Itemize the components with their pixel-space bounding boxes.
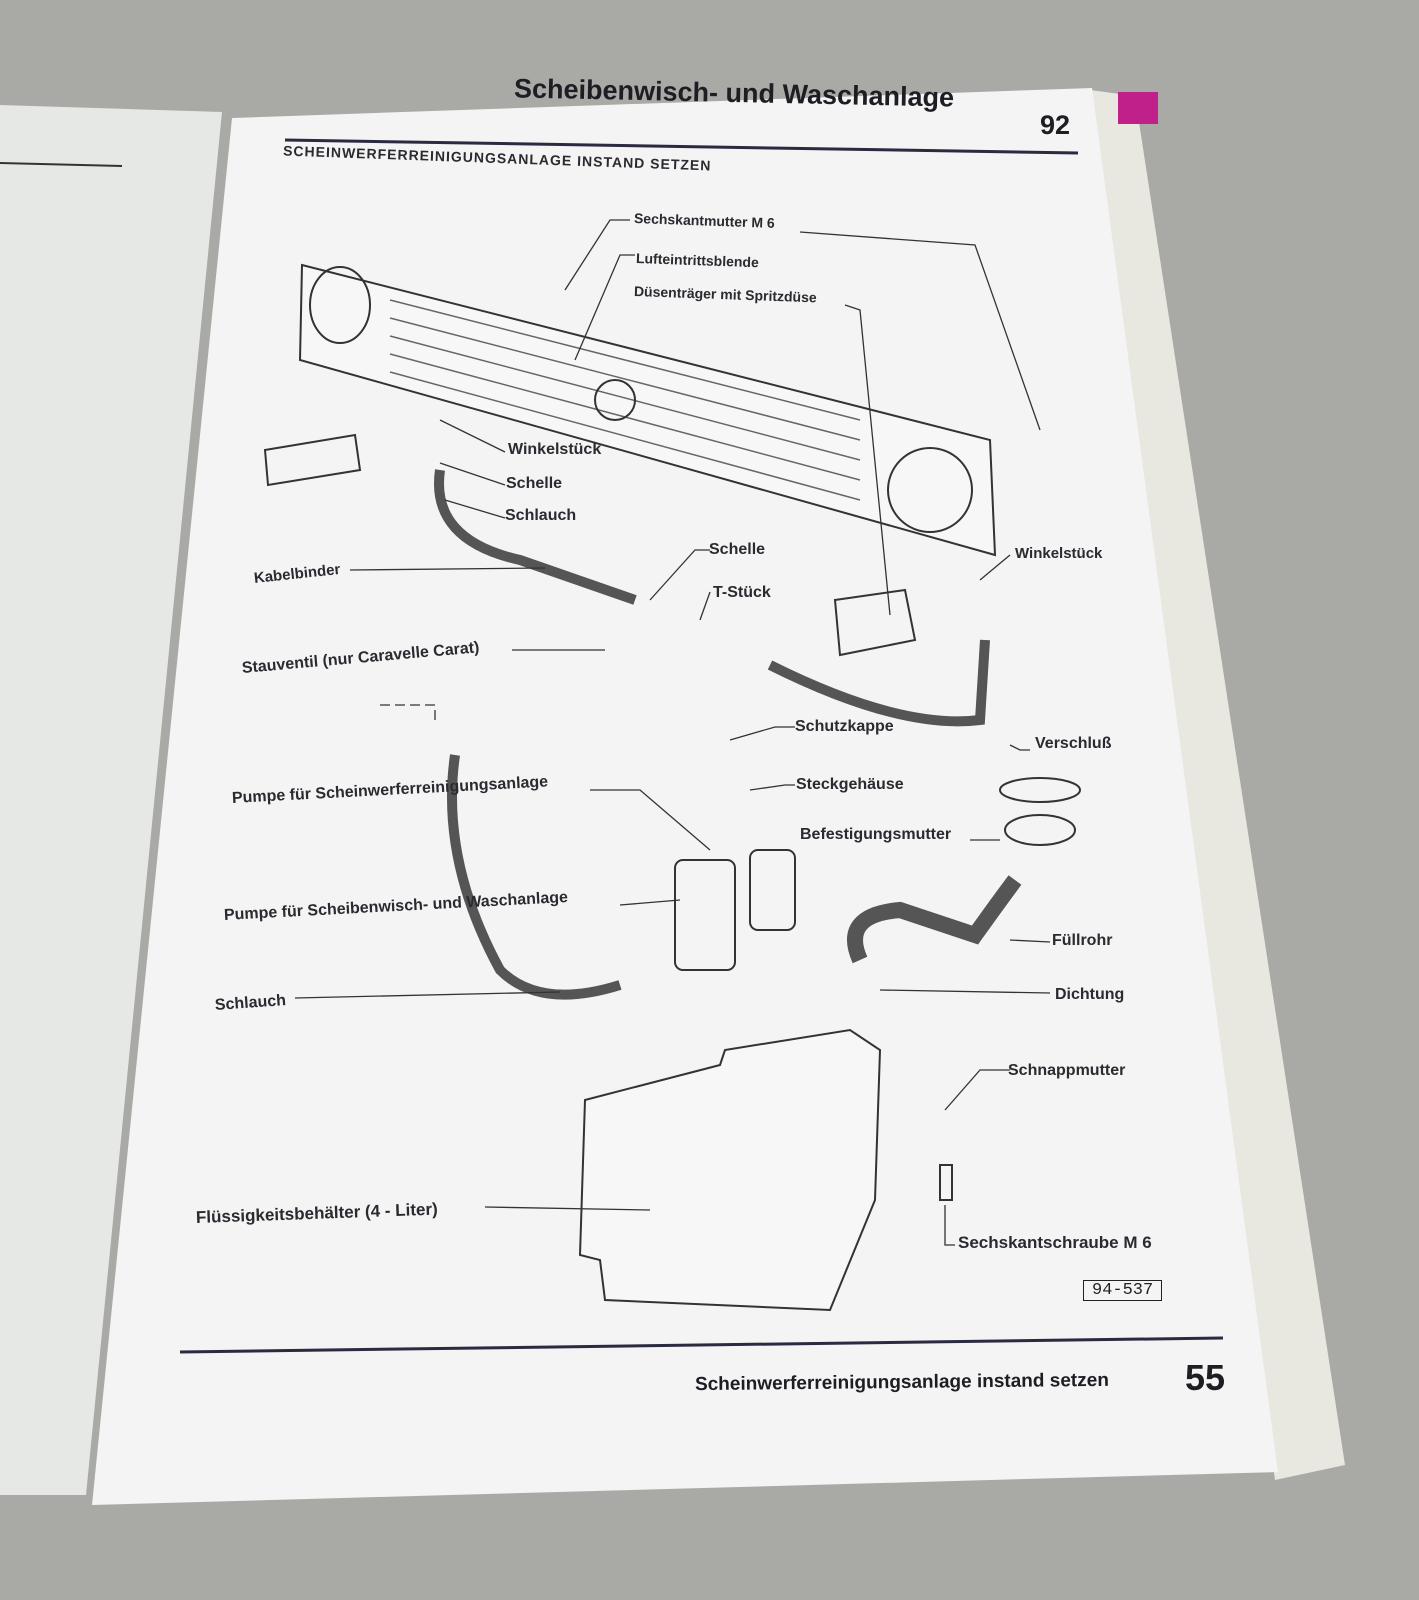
- left-page: [0, 105, 222, 1495]
- magenta-tab: [1118, 92, 1158, 124]
- section-number: 92: [1040, 110, 1071, 140]
- label-steckgehaeuse: Steckgehäuse: [796, 776, 904, 793]
- right-headlight: [887, 447, 973, 533]
- label-t-stueck: T-Stück: [713, 584, 771, 601]
- figure-number: 94-537: [1083, 1280, 1163, 1301]
- label-winkelstueck-right: Winkelstück: [1015, 545, 1103, 562]
- label-schlauch-top: Schlauch: [505, 507, 577, 524]
- label-fuellrohr: Füllrohr: [1052, 932, 1113, 949]
- label-winkelstueck-left: Winkelstück: [508, 441, 602, 458]
- hex-bolt: [939, 1164, 953, 1201]
- label-schelle-left: Schelle: [506, 475, 563, 492]
- label-schnappmutter: Schnappmutter: [1008, 1062, 1126, 1079]
- label-verschluss: Verschluß: [1035, 735, 1112, 752]
- header-rule: [284, 138, 1079, 155]
- fluid-reservoir: [578, 1028, 882, 1312]
- left-hose: [434, 469, 637, 605]
- label-schelle-center: Schelle: [709, 541, 766, 558]
- exploded-diagram: [263, 263, 1081, 1312]
- page-edge-stack: [1090, 90, 1345, 1480]
- footer-text: Scheinwerferreinigungsanlage instand set…: [694, 1369, 1109, 1396]
- left-headlight: [309, 266, 371, 344]
- label-befestigungsmutter: Befestigungsmutter: [800, 826, 952, 843]
- right-washer-nozzle: [833, 588, 917, 657]
- label-schutzkappe: Schutzkappe: [795, 718, 894, 735]
- windscreen-pump: [749, 849, 796, 931]
- right-hose: [767, 639, 990, 727]
- vw-logo: [594, 379, 636, 421]
- footer-rule: [179, 1336, 1224, 1354]
- pump-hose: [447, 754, 622, 1000]
- label-sechskantschraube: Sechskantschraube M 6: [958, 1233, 1152, 1252]
- filler-pipe: [847, 875, 1022, 964]
- radiator-grille: [298, 263, 997, 557]
- headlamp-pump: [674, 859, 736, 971]
- page-number: 55: [1185, 1357, 1226, 1398]
- left-page-rule: [0, 162, 123, 167]
- fastening-nut: [1004, 814, 1076, 846]
- cap: [999, 777, 1081, 803]
- leader-lines: [294, 219, 1051, 1246]
- left-washer-nozzle: [263, 433, 362, 487]
- label-dichtung: Dichtung: [1055, 986, 1125, 1003]
